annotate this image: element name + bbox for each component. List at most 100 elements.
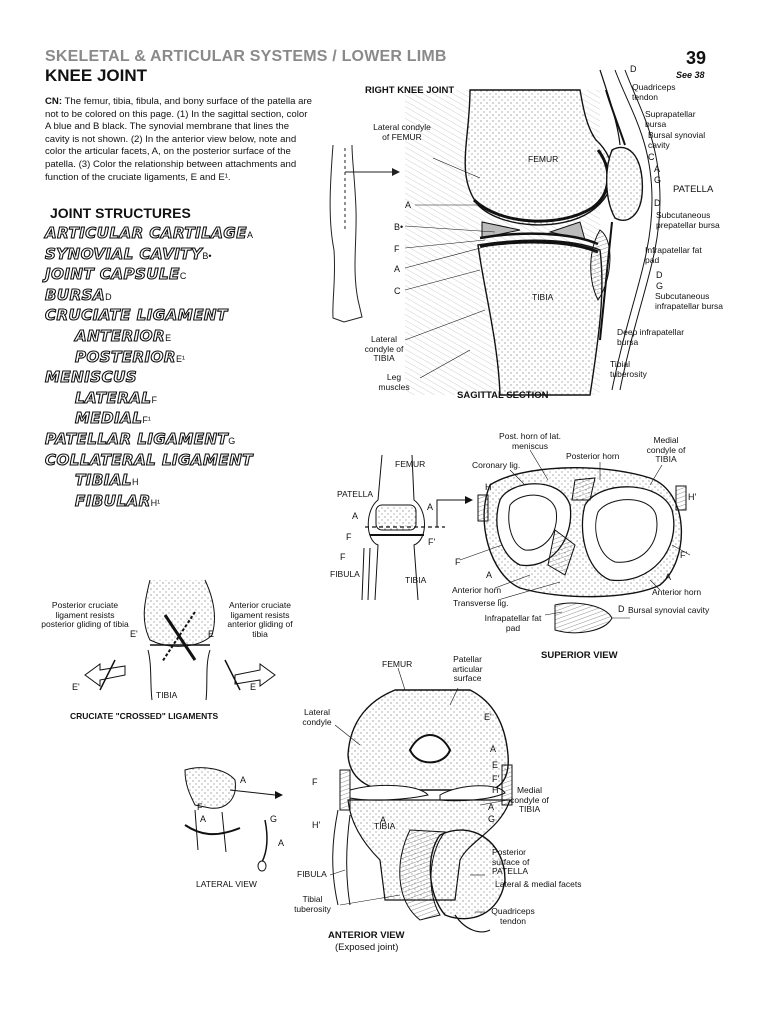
- label-anterior-horn-left: Anterior horn: [452, 585, 502, 595]
- label-posterior-horn: Posterior horn: [566, 451, 620, 461]
- ant-label-H: H: [492, 785, 499, 795]
- joint-structure-item: Collateral ligament: [44, 450, 335, 472]
- joint-structure-item: Patellar ligamentG: [44, 429, 335, 451]
- label-patella: PATELLA: [673, 184, 714, 195]
- label-sup-fibula: FIBULA: [330, 569, 360, 579]
- joint-structure-item: AnteriorE: [45, 326, 335, 348]
- joint-structure-label: Articular cartilage: [44, 223, 247, 242]
- sup-label-A3: A: [665, 572, 671, 582]
- joint-structure-item: BursaD: [44, 285, 335, 307]
- ant-label-G: G: [488, 814, 495, 824]
- sup-label-H: H: [485, 482, 492, 492]
- label-post-horn-lat: Post. horn of lat. meniscus: [499, 431, 561, 451]
- section-header: SKELETAL & ARTICULAR SYSTEMS / LOWER LIM…: [45, 48, 447, 65]
- joint-structure-subscript: A: [246, 230, 253, 240]
- label-anterior-cruciate-text: Anterior cruciate ligament resists anter…: [227, 600, 293, 639]
- page-title: KNEE JOINT: [45, 66, 148, 85]
- sag-label-D: D: [654, 198, 661, 208]
- anterior-subcaption: (Exposed joint): [335, 942, 399, 953]
- label-posterior-surface-patella: Posterior surface of PATELLA: [492, 847, 530, 876]
- joint-structure-subscript: B•: [202, 250, 212, 261]
- joint-structure-subscript: F: [151, 394, 157, 405]
- lateral-view-diagram: A F A G A: [184, 767, 284, 872]
- joint-structure-subscript: D: [105, 291, 112, 302]
- label-cruciate-tibia: TIBIA: [156, 690, 178, 700]
- ant-label-F1: F': [492, 774, 499, 784]
- sag-label-C: C: [394, 286, 401, 296]
- label-sup-tibia: TIBIA: [405, 575, 427, 585]
- joint-structure-label: Bursa: [44, 285, 106, 304]
- anterior-caption: ANTERIOR VIEW: [328, 930, 405, 941]
- ant-label-A3: A: [380, 815, 386, 825]
- ant-label-E1: E': [484, 712, 492, 722]
- sup-label-A1: A: [352, 511, 358, 521]
- coloring-instructions: CN: The femur, tibia, fibula, and bony s…: [45, 96, 315, 184]
- anterior-view-diagram: E' A E F' H F H' A G A: [312, 667, 513, 933]
- label-sag-femur: FEMUR: [528, 154, 559, 164]
- sag-label-C2: C: [648, 152, 655, 162]
- label-sup-infrapatellar-fat-pad: Infrapatellar fat pad: [484, 613, 542, 633]
- ant-label-E: E: [492, 760, 498, 770]
- sag-label-A2: A: [394, 264, 400, 274]
- cn-text: The femur, tibia, fibula, and bony surfa…: [45, 96, 313, 183]
- ant-label-A1: A: [490, 744, 496, 754]
- label-subcutaneous-prepatellar: Subcutaneous prepatellar bursa: [656, 210, 720, 230]
- label-subcutaneous-infrapatellar: Subcutaneous infrapatellar bursa: [655, 291, 724, 311]
- sagittal-caption: SAGITTAL SECTION: [457, 390, 549, 401]
- joint-structure-subscript: E: [165, 332, 172, 343]
- label-ant-quadriceps-tendon: Quadriceps tendon: [491, 906, 535, 926]
- joint-structure-subscript: F¹: [142, 415, 151, 426]
- label-bursal-synovial-cavity: Bursal synovial cavity: [648, 130, 706, 150]
- joint-structure-label: Collateral ligament: [44, 450, 253, 469]
- joint-structure-item: MedialF¹: [45, 409, 335, 430]
- joint-structure-label: Meniscus: [44, 368, 138, 387]
- sup-label-D: D: [618, 604, 625, 614]
- cru-label-E1b: E': [72, 682, 80, 692]
- label-sag-tibia: TIBIA: [532, 292, 554, 302]
- cn-prefix: CN:: [45, 96, 63, 107]
- label-anterior-horn-right: Anterior horn: [652, 587, 702, 597]
- joint-structure-item: Meniscus: [44, 368, 335, 389]
- joint-structure-label: Synovial cavity: [44, 244, 203, 263]
- joint-structure-item: LateralF: [45, 388, 335, 410]
- label-ant-fibula: FIBULA: [297, 869, 327, 879]
- cru-label-E1: E': [130, 629, 138, 639]
- joint-structure-subscript: C: [179, 271, 187, 282]
- label-lateral-condyle-femur: Lateral condyle of FEMUR: [373, 122, 431, 142]
- label-patellar-articular-surface: Patellar articular surface: [452, 654, 483, 683]
- see-reference: See 38: [676, 70, 705, 80]
- lat-label-A1: A: [240, 775, 246, 785]
- joint-structure-subscript: G: [228, 435, 236, 446]
- sag-label-A1: A: [405, 200, 411, 210]
- superior-view-diagram: A F F A F' H H' F F' A A D: [340, 449, 696, 634]
- cru-label-E: E: [208, 629, 214, 639]
- cruciate-caption: CRUCIATE "CROSSED" LIGAMENTS: [70, 711, 219, 721]
- cruciate-diagram: E' E E' E: [72, 579, 276, 701]
- sag-label-A3: A: [654, 164, 660, 174]
- joint-structure-label: Patellar ligament: [44, 429, 229, 448]
- label-ant-tibial-tuberosity: Tibial tuberosity: [294, 894, 331, 914]
- joint-structure-item: Cruciate ligament: [44, 306, 335, 327]
- sag-label-G: G: [654, 175, 661, 185]
- label-ant-medial-condyle: Medial condyle of TIBIA: [510, 785, 549, 814]
- joint-structures-list: Articular cartilageA Synovial cavityB• Joi…: [44, 223, 335, 512]
- joint-structure-label: Tibial: [74, 471, 132, 490]
- label-coronary-lig: Coronary lig.: [472, 460, 521, 470]
- ant-label-A2: A: [488, 802, 494, 812]
- joint-structure-label: Posterior: [74, 347, 176, 366]
- joint-structure-label: Joint capsule: [44, 265, 180, 284]
- label-leg-muscles: Leg muscles: [378, 372, 410, 392]
- label-sag-infrapatellar-fat-pad: Infrapatellar fat pad: [645, 245, 702, 265]
- label-posterior-cruciate-text: Posterior cruciate ligament resists post…: [41, 600, 129, 629]
- joint-structure-label: Anterior: [74, 326, 166, 345]
- sag-label-F: F: [394, 244, 400, 254]
- label-deep-infrapatellar: Deep infrapatellar bursa: [617, 327, 685, 347]
- cru-label-Eb: E: [250, 682, 256, 692]
- sup-label-F1: F: [346, 532, 352, 542]
- label-ant-femur: FEMUR: [382, 659, 413, 669]
- label-lateral-condyle: Lateral condyle: [302, 707, 332, 727]
- joint-structure-subscript: E¹: [175, 353, 185, 364]
- label-lateral-medial-facets: Lateral & medial facets: [495, 879, 582, 889]
- label-lateral-condyle-tibia: Lateral condyle of TIBIA: [364, 334, 404, 363]
